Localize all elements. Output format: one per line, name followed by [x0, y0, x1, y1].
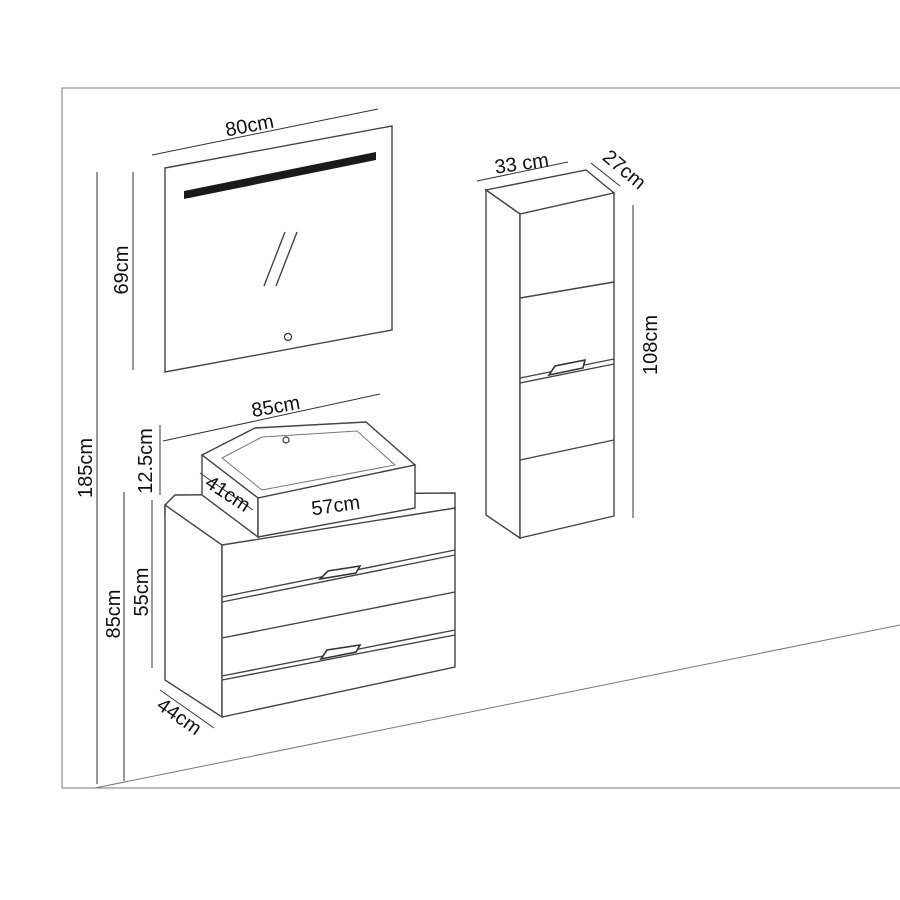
basin — [200, 421, 417, 539]
room-outline — [61, 87, 900, 789]
vanity-body-height-label: 55cm — [131, 568, 153, 617]
cabinet-handle-icon — [547, 358, 587, 377]
mirror-width-label: 80cm — [224, 111, 276, 142]
basin-height-dimension: 12.5cm — [135, 425, 161, 495]
drawer-handle-bottom-icon — [319, 643, 362, 661]
vanity-width-label: 85cm — [250, 392, 302, 422]
total-height-label: 185cm — [75, 438, 97, 498]
vanity-floor-height-label: 85cm — [103, 590, 125, 639]
drawer-handle-top-icon — [317, 564, 362, 581]
cabinet-width-label: 33 cm — [493, 149, 550, 178]
total-height-dimension: 185cm — [75, 172, 98, 784]
basin-height-label: 12.5cm — [135, 428, 157, 494]
vanity-body-height-dimension: 55cm — [131, 500, 153, 668]
mirror-touch-sensor-icon — [283, 332, 293, 342]
tall-cabinet — [484, 169, 616, 540]
cabinet-height-label: 108cm — [640, 315, 662, 375]
mirror — [164, 125, 393, 373]
mirror-height-dimension: 69cm — [111, 172, 134, 370]
vanity-floor-height-dimension: 85cm — [103, 492, 125, 781]
mirror-height-label: 69cm — [111, 246, 133, 295]
basin-tap-hole-icon — [282, 436, 290, 444]
mirror-led-strip — [184, 152, 376, 199]
cabinet-height-dimension: 108cm — [632, 205, 662, 518]
